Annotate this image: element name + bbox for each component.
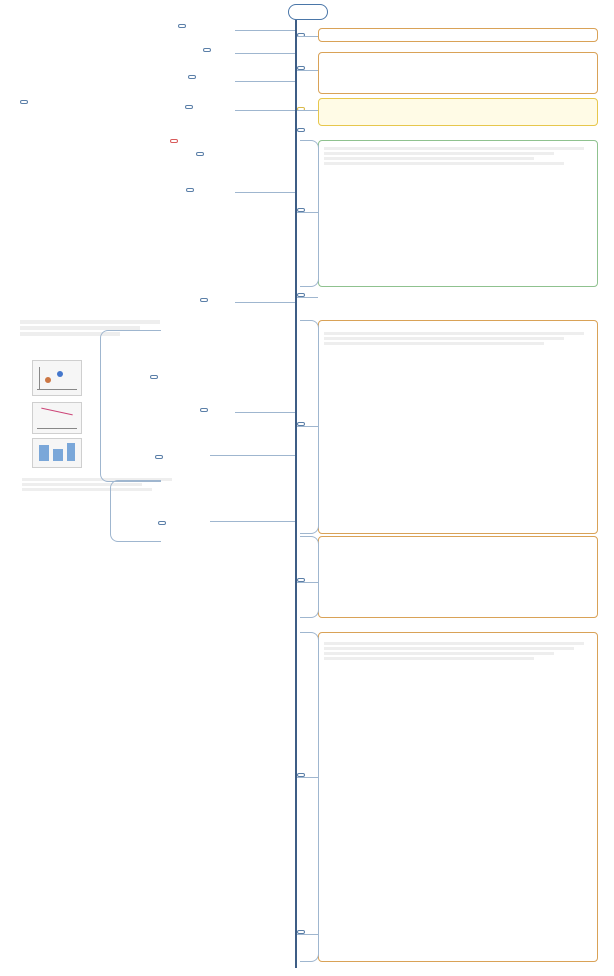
right-node-10[interactable] [297,930,305,934]
left-bracket-2 [110,480,161,542]
connector-5 [235,192,295,193]
connector-12 [297,110,318,111]
right-node-8[interactable] [297,578,305,582]
connector-2 [235,53,295,54]
right-bracket-2 [300,320,319,534]
trunk-line [295,18,297,968]
connector-16 [297,582,318,583]
left-bracket-1 [100,330,161,482]
connector-10 [297,36,318,37]
left-branch-5[interactable] [20,100,28,104]
connector-3 [235,81,295,82]
connector-17 [297,777,318,778]
right-node-2[interactable] [297,66,305,70]
left-text-block-1 [20,320,160,336]
left-branch-9[interactable] [200,298,208,302]
frame-2 [318,52,598,94]
connector-9 [210,521,295,522]
left-branch-8[interactable] [186,188,194,192]
frame-6 [318,536,598,618]
sample-figure-3 [32,438,82,468]
left-text-block-2 [22,478,172,491]
connector-7 [235,412,295,413]
frame-5 [318,320,598,534]
sample-figure-1 [32,360,82,396]
right-bracket-1 [300,140,319,287]
left-branch-4[interactable] [185,105,193,109]
connector-6 [235,302,295,303]
frame-1 [318,28,598,42]
right-bracket-3 [300,536,319,618]
right-node-7[interactable] [297,422,305,426]
right-node-9[interactable] [297,773,305,777]
connector-13 [297,212,318,213]
right-bracket-4 [300,632,319,962]
left-branch-13[interactable] [158,521,166,525]
right-text-block-1 [324,145,584,167]
right-text-block-3 [324,640,584,662]
left-branch-11[interactable] [150,375,158,379]
left-branch-1[interactable] [178,24,186,28]
connector-8 [210,455,295,456]
frame-7 [318,632,598,962]
root-node[interactable] [288,4,328,20]
connector-14 [297,297,318,298]
left-branch-7[interactable] [196,152,204,156]
left-branch-2[interactable] [203,48,211,52]
right-text-block-2 [324,330,584,347]
left-branch-10[interactable] [200,408,208,412]
connector-1 [235,30,295,31]
right-node-5[interactable] [297,208,305,212]
connector-15 [297,426,318,427]
left-branch-3[interactable] [188,75,196,79]
frame-3 [318,98,598,126]
left-branch-6[interactable] [170,139,178,143]
connector-18 [297,934,318,935]
connector-4 [235,110,295,111]
right-node-6[interactable] [297,293,305,297]
connector-11 [297,70,318,71]
sample-figure-2 [32,402,82,434]
left-branch-12[interactable] [155,455,163,459]
right-node-4[interactable] [297,128,305,132]
